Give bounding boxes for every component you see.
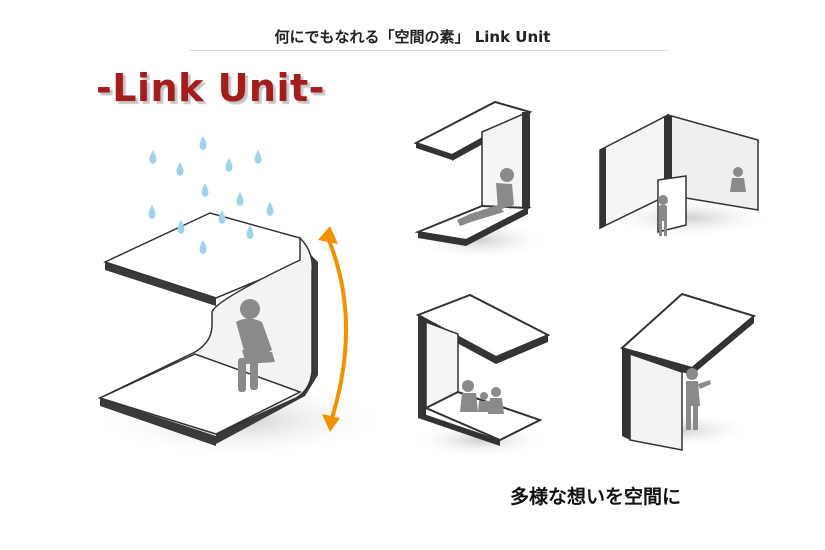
seated-person xyxy=(236,299,275,392)
main-unit xyxy=(90,212,390,460)
unit-table xyxy=(605,292,757,451)
rain-drop xyxy=(199,240,207,254)
unit-reclining xyxy=(410,100,550,260)
unit-box xyxy=(410,293,551,458)
rain-drops xyxy=(148,136,274,254)
crouching-child xyxy=(730,167,746,192)
rain-drop xyxy=(199,136,207,150)
rain-drop xyxy=(201,183,209,197)
rain-drop xyxy=(225,158,233,172)
rain-drop xyxy=(254,150,262,164)
reclining-person xyxy=(457,168,514,226)
standing-child xyxy=(658,195,668,236)
rain-drop xyxy=(266,202,274,216)
rain-drop xyxy=(148,205,156,219)
caption-text: 多様な想いを空間に xyxy=(510,486,682,508)
family-figures xyxy=(460,380,504,414)
rain-drop xyxy=(149,150,157,164)
rain-drop xyxy=(246,225,254,239)
rain-drop xyxy=(176,162,184,176)
rain-drop xyxy=(177,220,185,234)
rain-drop xyxy=(218,210,226,224)
header-divider xyxy=(190,50,668,51)
link-unit-logo: -Link Unit- xyxy=(96,66,325,110)
standing-person xyxy=(686,368,711,430)
header-title: 何にでもなれる「空間の素」 Link Unit xyxy=(274,28,551,46)
rain-drop xyxy=(236,192,244,206)
height-adjust-arrow xyxy=(318,226,348,432)
unit-walls xyxy=(599,113,775,238)
